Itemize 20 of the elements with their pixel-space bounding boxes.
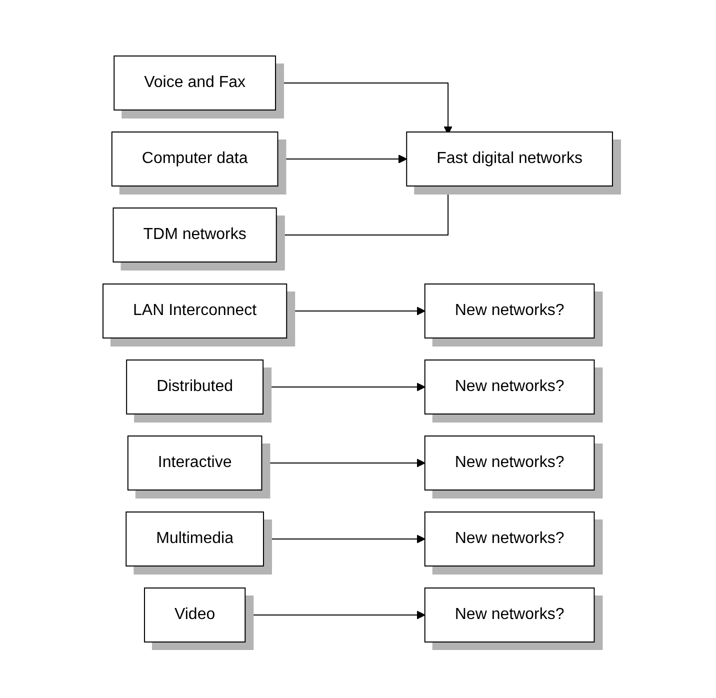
arrow (244, 610, 426, 620)
node-box: Video (144, 588, 246, 642)
node-box: Voice and Fax (114, 56, 276, 110)
node-box: New networks? (424, 436, 595, 490)
arrow (262, 382, 426, 392)
node-box: New networks? (424, 588, 595, 642)
node-box: Computer data (112, 132, 278, 186)
node-box: Distributed (126, 360, 264, 414)
node-box: TDM networks (113, 208, 278, 262)
arrow (263, 534, 426, 544)
arrow (286, 306, 426, 316)
node-box: Multimedia (126, 512, 264, 566)
arrow (261, 458, 426, 468)
node-box: LAN Interconnect (102, 284, 288, 338)
node-box: New networks? (424, 284, 595, 338)
node-box: New networks? (424, 360, 595, 414)
node-box: Fast digital networks (406, 132, 614, 186)
node-box: New networks? (424, 512, 595, 566)
node-box: Interactive (128, 436, 262, 490)
arrow (278, 154, 408, 164)
